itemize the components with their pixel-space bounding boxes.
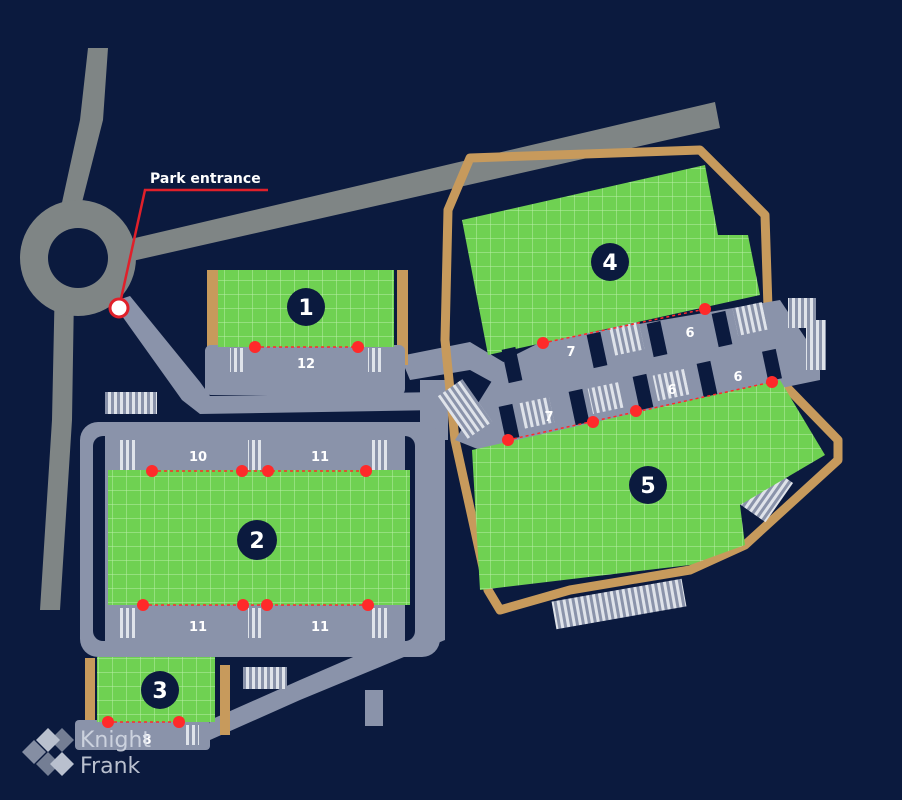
buildings-4-5-site: 4 5 7 6 7 6 6 bbox=[437, 145, 843, 630]
dock-marker bbox=[237, 599, 249, 611]
building-3-site: 3 8 bbox=[75, 657, 230, 750]
building-5-dock-count-left: 7 bbox=[544, 410, 553, 425]
yard-bays bbox=[498, 310, 782, 441]
building-2-dock-count-bottom-right: 11 bbox=[311, 620, 329, 635]
building-5-marker bbox=[629, 466, 667, 504]
dock-marker bbox=[173, 716, 185, 728]
building-4-label: 4 bbox=[602, 251, 617, 276]
dock-marker bbox=[502, 434, 514, 446]
building-3-marker bbox=[141, 671, 179, 709]
dock-marker bbox=[146, 465, 158, 477]
building-1-marker bbox=[287, 288, 325, 326]
park-entrance-label: Park entrance bbox=[150, 171, 261, 187]
dock-marker bbox=[537, 337, 549, 349]
dock-marker bbox=[262, 465, 274, 477]
building-2-label: 2 bbox=[249, 529, 264, 554]
building-4-marker bbox=[591, 243, 629, 281]
dock-marker bbox=[137, 599, 149, 611]
dock-marker bbox=[630, 405, 642, 417]
building-2-site: 2 10 11 11 11 bbox=[80, 392, 440, 689]
park-entrance-marker bbox=[108, 297, 130, 319]
building-3-dock-count: 8 bbox=[142, 733, 151, 748]
dock-marker bbox=[102, 716, 114, 728]
building-2-dock-count-top-right: 11 bbox=[311, 450, 329, 465]
building-5-label: 5 bbox=[640, 474, 655, 499]
building-3-label: 3 bbox=[152, 679, 167, 704]
park-entrance-callout: Park entrance bbox=[108, 171, 268, 319]
public-roads bbox=[20, 48, 720, 610]
logo-text-line1: Knight bbox=[80, 728, 151, 753]
building-4-dock-count-right: 6 bbox=[685, 326, 694, 341]
knight-frank-logo: Knight Frank bbox=[22, 728, 151, 779]
dock-marker bbox=[699, 303, 711, 315]
building-1-site: 1 12 bbox=[205, 270, 408, 395]
dock-marker bbox=[360, 465, 372, 477]
dock-marker bbox=[261, 599, 273, 611]
building-5-dock-count-mid: 6 bbox=[667, 383, 676, 398]
building-2-dock-count-top-left: 10 bbox=[189, 450, 207, 465]
building-2-marker bbox=[237, 520, 277, 560]
dock-marker bbox=[587, 416, 599, 428]
dock-marker bbox=[236, 465, 248, 477]
building-5-dock-count-right: 6 bbox=[733, 370, 742, 385]
building-1-dock-count: 12 bbox=[297, 357, 315, 372]
logo-mark-icon bbox=[22, 728, 74, 776]
building-2-dock-count-bottom-left: 11 bbox=[189, 620, 207, 635]
logo-text-line2: Frank bbox=[80, 754, 141, 779]
dock-marker bbox=[362, 599, 374, 611]
building-1-label: 1 bbox=[298, 296, 313, 321]
dock-marker bbox=[766, 376, 778, 388]
building-4-dock-count-left: 7 bbox=[566, 345, 575, 360]
